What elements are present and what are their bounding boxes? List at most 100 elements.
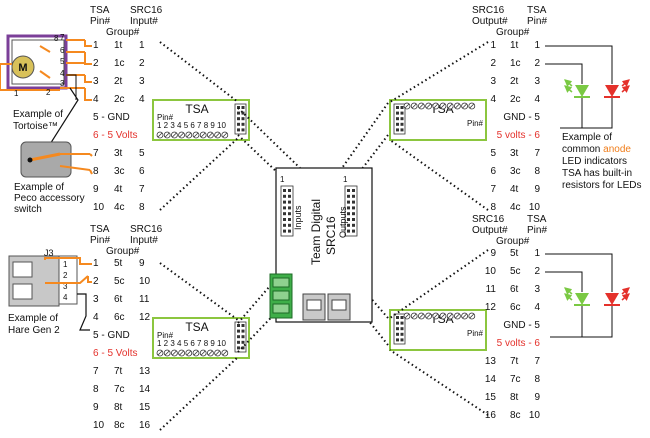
input-num-2: 3 (139, 76, 145, 87)
peco-caption-3: switch (14, 204, 42, 215)
input-group-header-b: Group# (106, 246, 140, 257)
tsa-screw-terminals (156, 131, 229, 139)
src16-rj-jacks (302, 293, 351, 321)
input-num-3: 4 (139, 94, 145, 105)
src16-board: 1 1 Inputs Outputs Team Digital SRC16 (269, 167, 373, 323)
output-pin-8: 9 (534, 184, 540, 195)
red-led-icon-2 (604, 287, 630, 306)
input-group-0: 1t (114, 40, 123, 51)
output-pin-2: 3 (534, 284, 540, 295)
input-tsa-header-1b: TSA (90, 224, 110, 235)
input-group-3: 6c (114, 312, 125, 323)
tsa-pin-numbers: 1 2 3 4 5 6 7 8 9 10 (157, 121, 226, 130)
output-table-bottom: SRC16 Output# TSA Pin# Group# (472, 214, 547, 247)
output-group-header-b: Group# (496, 236, 530, 247)
input-pin-6: 7 (93, 366, 99, 377)
output-group-6: 7t (510, 356, 519, 367)
input-num-8: 7 (139, 184, 145, 195)
green-led-icon-2 (564, 287, 590, 306)
input-num-7: 14 (139, 384, 151, 395)
tsa-header-pins (393, 103, 406, 135)
input-pin-8: 9 (93, 402, 99, 413)
output-group-2: 6t (510, 284, 519, 295)
input-tsa-header-1: TSA (90, 5, 110, 16)
led-note-anode: anode (603, 144, 631, 155)
input-num-3: 12 (139, 312, 151, 323)
output-pin-5: 5 volts - 6 (497, 338, 541, 349)
output-group-9: 4c (510, 202, 521, 213)
tortoise-caption-2: Tortoise™ (13, 121, 58, 132)
hare-caption-2: Hare Gen 2 (8, 325, 60, 336)
output-pin-3: 4 (534, 302, 540, 313)
output-tsa-header-1b: TSA (527, 214, 547, 225)
tortoise-pin-5: 5 (60, 57, 65, 66)
input-group-2: 6t (114, 294, 123, 305)
input-pin-3: 4 (93, 312, 99, 323)
output-pin-3: 4 (534, 94, 540, 105)
tortoise-pin-6: 6 (60, 46, 65, 55)
input-group-1: 5c (114, 276, 125, 287)
input-num-7: 6 (139, 166, 145, 177)
tsa-pin-numbers: 1 2 3 4 5 6 7 8 9 10 (157, 339, 226, 348)
input-num-8: 15 (139, 402, 151, 413)
tortoise-pin-4: 4 (60, 69, 65, 78)
output-tsa-header-1: TSA (527, 5, 547, 16)
led-circuit-bottom (545, 253, 630, 338)
output-src-header-2b: Output# (472, 225, 508, 236)
output-num-7: 14 (485, 374, 497, 385)
input-pin-4: 5 - GND (93, 112, 130, 123)
hare-device: J3 1 2 3 4 Example of Hare Gen 2 (8, 248, 90, 336)
output-group-7: 7c (510, 374, 521, 385)
input-pin-2: 3 (93, 294, 99, 305)
output-src-header-2: Output# (472, 16, 508, 27)
input-group-6: 3t (114, 148, 123, 159)
output-group-0: 1t (510, 40, 519, 51)
src16-terminal-block (269, 273, 293, 319)
output-num-0: 1 (490, 40, 496, 51)
input-pin-4: 5 - GND (93, 330, 130, 341)
output-pin-5: 5 volts - 6 (497, 130, 541, 141)
src16-outputs-label: Outputs (338, 206, 348, 238)
tsa-outline (152, 99, 250, 141)
peco-switch-device: Example of Peco accessory switch (14, 141, 91, 215)
hare-pin-2: 2 (63, 271, 68, 280)
output-tsa-header-2: Pin# (527, 16, 547, 27)
output-group-8: 4t (510, 184, 519, 195)
input-tsa-header-2b: Pin# (90, 235, 110, 246)
output-group-0: 5t (510, 248, 519, 259)
output-pin-9: 10 (529, 410, 541, 421)
output-num-8: 7 (490, 184, 496, 195)
src16-header-num-1: 1 (280, 175, 285, 184)
tortoise-pin-8: 8 (54, 34, 59, 43)
src16-header-num-2: 1 (343, 175, 348, 184)
output-pin-4: GND - 5 (503, 112, 540, 123)
input-group-header: Group# (106, 27, 140, 38)
tsa-screw-terminals (403, 102, 476, 110)
input-num-6: 13 (139, 366, 151, 377)
input-pin-0: 1 (93, 258, 99, 269)
output-group-1: 1c (510, 58, 521, 69)
input-pin-7: 8 (93, 384, 99, 395)
output-pin-6: 7 (534, 148, 540, 159)
src16-inputs-label: Inputs (293, 205, 303, 230)
input-pin-9: 10 (93, 420, 105, 431)
input-orange-wires (84, 40, 93, 283)
src16-output-header (344, 185, 358, 237)
tsa-title: TSA (185, 102, 208, 116)
input-pin-9: 10 (93, 202, 105, 213)
output-num-6: 5 (490, 148, 496, 159)
tortoise-motor-label: M (18, 62, 27, 74)
input-num-9: 8 (139, 202, 145, 213)
output-num-1: 2 (490, 58, 496, 69)
input-pin-0: 1 (93, 40, 99, 51)
input-pin-6: 7 (93, 148, 99, 159)
output-num-6: 13 (485, 356, 497, 367)
input-src-header-2: Input# (130, 16, 158, 27)
led-note-line4: TSA has built-in (562, 168, 632, 179)
tortoise-pin-3: 3 (60, 79, 65, 88)
output-tsa-header-2b: Pin# (527, 225, 547, 236)
